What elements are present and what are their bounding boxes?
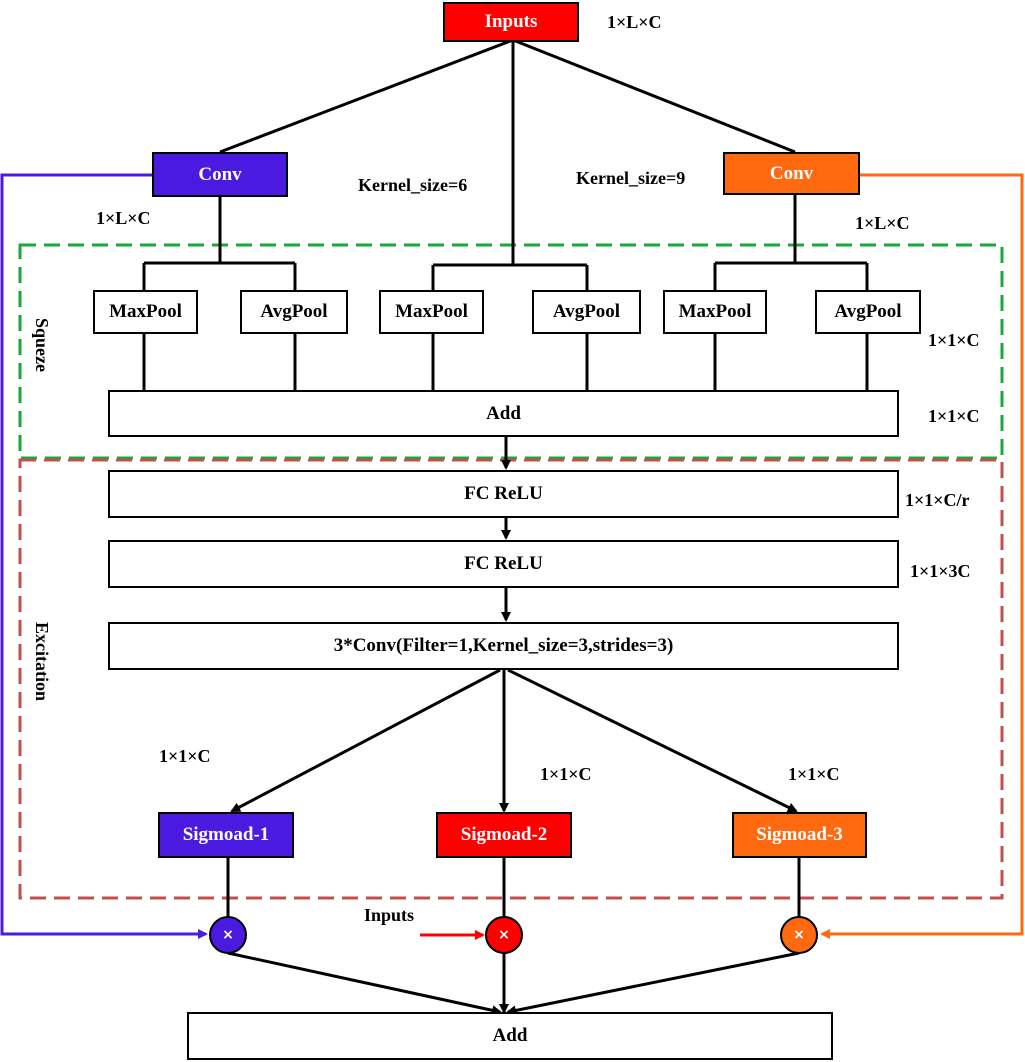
sigmoid-1-box: Sigmoad-1 bbox=[158, 812, 294, 858]
maxpool-1-box: MaxPool bbox=[93, 290, 198, 334]
orange-bypass-path bbox=[820, 173, 1024, 939]
dim-inputs-label: 1×L×C bbox=[607, 12, 662, 32]
multiply-3-symbol: × bbox=[793, 927, 805, 943]
maxpool-3-box: MaxPool bbox=[663, 290, 767, 334]
kernel-6-label: Kernel_size=6 bbox=[358, 175, 468, 195]
dim-conv-right-label: 1×L×C bbox=[855, 213, 910, 233]
dim-pool-label: 1×1×C bbox=[928, 330, 980, 350]
multiply-2-symbol: × bbox=[498, 927, 510, 943]
fc-relu-1-box: FC ReLU bbox=[108, 470, 899, 518]
multiply-1-node: × bbox=[209, 916, 247, 954]
excitation-region bbox=[18, 458, 1004, 900]
add-squeeze-box: Add bbox=[108, 390, 899, 437]
purple-bypass-path bbox=[0, 173, 208, 939]
dim-branch-2-label: 1×1×C bbox=[540, 764, 592, 784]
multiply-2-node: × bbox=[485, 916, 523, 954]
dim-branch-3-label: 1×1×C bbox=[788, 764, 840, 784]
dim-branch-1-label: 1×1×C bbox=[159, 746, 211, 766]
conv-left-box: Conv bbox=[152, 152, 288, 197]
dim-add-label: 1×1×C bbox=[928, 406, 980, 426]
conv3-box: 3*Conv(Filter=1,Kernel_size=3,strides=3) bbox=[108, 622, 899, 670]
avgpool-2-box: AvgPool bbox=[532, 290, 641, 334]
avgpool-3-box: AvgPool bbox=[815, 290, 921, 334]
dim-fc1-label: 1×1×C/r bbox=[905, 490, 970, 510]
conv-right-box: Conv bbox=[723, 152, 860, 195]
avgpool-1-box: AvgPool bbox=[240, 290, 348, 334]
multiply-3-node: × bbox=[780, 916, 818, 954]
dim-fc2-label: 1×1×3C bbox=[910, 561, 971, 581]
dim-conv-left-label: 1×L×C bbox=[96, 208, 151, 228]
inputs-box: Inputs bbox=[443, 2, 579, 42]
sigmoid-2-box: Sigmoad-2 bbox=[436, 812, 572, 858]
kernel-9-label: Kernel_size=9 bbox=[576, 168, 686, 188]
maxpool-2-box: MaxPool bbox=[379, 290, 484, 334]
inputs-side-label: Inputs bbox=[364, 905, 415, 925]
excitation-region-label: Excitation bbox=[32, 622, 52, 701]
squeeze-region-label: Squeze bbox=[32, 318, 52, 372]
add-final-box: Add bbox=[187, 1012, 833, 1060]
squeeze-region bbox=[18, 243, 1004, 460]
fc-relu-2-box: FC ReLU bbox=[108, 540, 899, 588]
sigmoid-3-box: Sigmoad-3 bbox=[732, 812, 867, 858]
multiply-1-symbol: × bbox=[222, 927, 234, 943]
